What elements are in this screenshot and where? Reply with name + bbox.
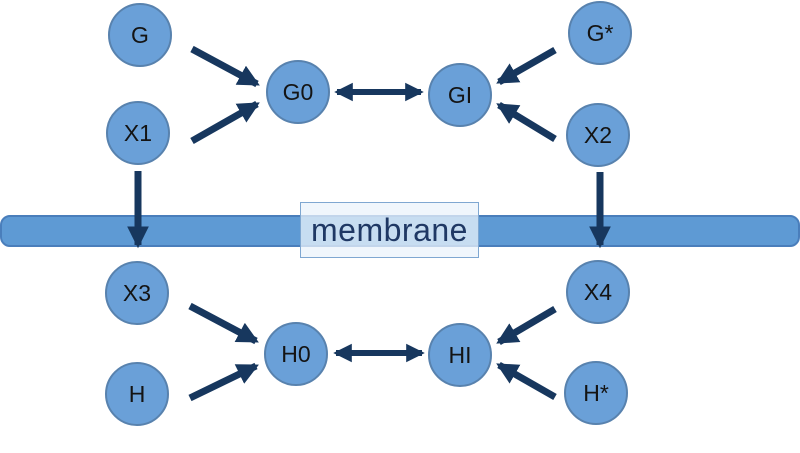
- node-x2-label: X2: [583, 121, 613, 148]
- node-x3: X3: [105, 261, 169, 325]
- arrow-h-to-h0: [188, 362, 259, 402]
- node-g0-label: G0: [282, 78, 314, 105]
- node-gi-label: GI: [447, 81, 473, 108]
- membrane-label: membrane: [300, 202, 479, 258]
- arrow-x1-to-g0: [190, 100, 260, 145]
- node-g0: G0: [266, 60, 330, 124]
- node-gi: GI: [428, 63, 492, 127]
- node-x4-label: X4: [583, 278, 613, 305]
- node-x1: X1: [106, 101, 170, 165]
- membrane-label-text: membrane: [311, 212, 468, 248]
- node-g-label: G: [131, 21, 149, 48]
- arrow-hstar-to-hi: [496, 361, 557, 401]
- node-x1-label: X1: [123, 119, 153, 146]
- node-h0-label: H0: [281, 340, 311, 367]
- node-x3-label: X3: [122, 279, 152, 306]
- node-h0: H0: [264, 322, 328, 386]
- node-g: G: [108, 3, 172, 67]
- node-x4: X4: [566, 260, 630, 324]
- arrow-x4-to-hi: [496, 305, 557, 346]
- arrow-gstar-to-gi: [496, 46, 557, 86]
- arrow-g-to-g0: [190, 45, 260, 88]
- arrow-x3-to-h0: [188, 302, 259, 345]
- node-g-star-label: G*: [586, 19, 614, 46]
- node-x2: X2: [566, 103, 630, 167]
- node-h: H: [105, 362, 169, 426]
- node-h-label: H: [128, 380, 146, 407]
- node-hi-label: HI: [448, 341, 472, 368]
- node-g-star: G*: [568, 1, 632, 65]
- arrow-x2-to-gi: [496, 102, 557, 142]
- node-h-star: H*: [564, 361, 628, 425]
- node-hi: HI: [428, 323, 492, 387]
- node-h-star-label: H*: [583, 379, 609, 406]
